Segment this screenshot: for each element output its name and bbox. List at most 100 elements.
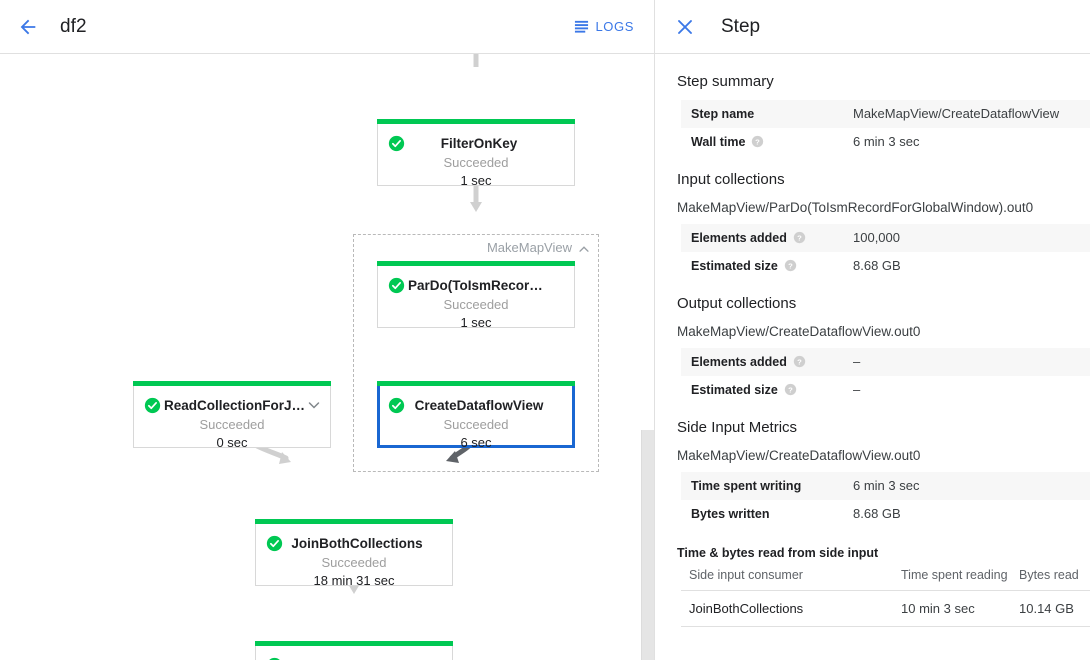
node-time: 18 min 31 sec — [313, 573, 395, 588]
input-collection-name: MakeMapView/ParDo(ToIsmRecordForGlobalWi… — [677, 200, 1034, 215]
column-header-bytes-read[interactable]: Bytes read — [1011, 564, 1090, 591]
graph-node-pardo-toismrecordfor[interactable]: ParDo(ToIsmRecordFor… Succeeded 1 sec — [377, 261, 575, 330]
chevron-down-icon[interactable] — [306, 397, 322, 413]
row-key: Step name — [681, 100, 853, 128]
pane-divider — [654, 0, 655, 660]
side-input-collection-name: MakeMapView/CreateDataflowView.out0 — [677, 448, 921, 463]
section-heading-input-collections: Input collections — [677, 171, 785, 188]
success-check-icon — [144, 397, 161, 414]
close-icon — [678, 19, 692, 34]
output-collection-name: MakeMapView/CreateDataflowView.out0 — [677, 324, 921, 339]
success-check-icon — [269, 657, 280, 660]
help-icon[interactable]: ? — [784, 259, 797, 272]
graph-canvas[interactable]: MakeMapView FilterOnKey Succeeded 1 sec — [0, 54, 654, 660]
logs-icon — [575, 20, 589, 33]
graph-node-output-the-joined-collection[interactable]: OutputTheJoinedCollec… Succeeded 18 sec — [255, 641, 453, 660]
logs-label: LOGS — [595, 19, 634, 34]
detail-title: Step — [721, 15, 761, 37]
row-value: 8.68 GB — [853, 506, 901, 521]
help-icon[interactable]: ? — [751, 135, 764, 148]
success-check-icon — [388, 135, 405, 152]
row-key: Wall time? — [681, 128, 853, 156]
step-summary-table: Step name MakeMapView/CreateDataflowView… — [681, 100, 1090, 156]
detail-header: Step — [655, 0, 1090, 54]
node-name: OutputTheJoinedCollec… — [256, 646, 452, 660]
back-arrow-icon — [20, 19, 36, 34]
close-button[interactable] — [669, 11, 701, 43]
section-heading-side-input-metrics: Side Input Metrics — [677, 419, 798, 436]
subsection-heading-time-bytes-read: Time & bytes read from side input — [677, 546, 879, 560]
table-row: Estimated size? 8.68 GB — [681, 252, 1090, 280]
row-key: Elements added? — [681, 224, 853, 252]
cell-time-spent-reading: 10 min 3 sec — [893, 590, 1011, 627]
node-status: Succeeded — [443, 297, 509, 312]
status-bar-success — [255, 519, 453, 524]
svg-text:?: ? — [756, 137, 761, 146]
column-header-side-input-consumer[interactable]: Side input consumer — [681, 564, 893, 591]
graph-node-read-collection-for-join[interactable]: ReadCollectionForJoin Succeeded 0 sec — [133, 381, 331, 450]
row-key-label: Elements added — [691, 231, 787, 245]
help-icon[interactable]: ? — [784, 383, 797, 396]
graph-node-join-both-collections[interactable]: JoinBothCollections Succeeded 18 min 31 … — [255, 519, 453, 588]
svg-text:?: ? — [788, 261, 793, 270]
table-row: Elements added? 100,000 — [681, 224, 1090, 252]
group-label: MakeMapView — [486, 240, 572, 255]
row-key-label: Time spent writing — [691, 479, 802, 493]
node-name: CreateDataflowView — [414, 398, 544, 413]
row-key: Estimated size? — [681, 252, 853, 280]
column-header-time-spent-reading[interactable]: Time spent reading — [893, 564, 1011, 591]
input-collections-table: Elements added? 100,000 Estimated size? … — [681, 224, 1090, 280]
graph-header: df2 LOGS — [0, 0, 654, 54]
table-header-row: Side input consumer Time spent reading B… — [681, 564, 1090, 591]
row-key: Elements added? — [681, 348, 853, 376]
status-bar-success — [377, 381, 575, 386]
help-icon[interactable]: ? — [793, 355, 806, 368]
table-row: Wall time? 6 min 3 sec — [681, 128, 1090, 156]
row-key-label: Estimated size — [691, 259, 778, 273]
side-input-metrics-table: Time spent writing 6 min 3 sec Bytes wri… — [681, 472, 1090, 528]
table-row: Step name MakeMapView/CreateDataflowView — [681, 100, 1090, 128]
graph-node-create-dataflow-view[interactable]: CreateDataflowView Succeeded 6 sec — [377, 381, 575, 450]
row-key: Estimated size? — [681, 376, 853, 404]
table-row: Elements added? – — [681, 348, 1090, 376]
success-check-icon — [388, 397, 405, 414]
table-row: JoinBothCollections 10 min 3 sec 10.14 G… — [681, 590, 1090, 627]
logs-button[interactable]: LOGS — [570, 13, 638, 40]
step-detail-pane: Step Step summary Step name MakeMapView/… — [655, 0, 1090, 660]
node-status: Succeeded — [199, 417, 265, 432]
node-time: 0 sec — [216, 435, 248, 450]
node-status: Succeeded — [321, 555, 387, 570]
svg-text:?: ? — [788, 385, 793, 394]
table-row: Time spent writing 6 min 3 sec — [681, 472, 1090, 500]
node-status: Succeeded — [443, 155, 509, 170]
table-row: Bytes written 8.68 GB — [681, 500, 1090, 528]
status-bar-success — [255, 641, 453, 646]
output-collections-table: Elements added? – Estimated size? – — [681, 348, 1090, 404]
detail-body: Step summary Step name MakeMapView/Creat… — [655, 54, 1090, 627]
node-status: Succeeded — [443, 417, 509, 432]
node-time: 1 sec — [460, 315, 492, 330]
chevron-up-icon[interactable] — [577, 242, 591, 256]
node-name: FilterOnKey — [440, 136, 518, 151]
node-name: ParDo(ToIsmRecordFor… — [408, 278, 573, 293]
status-bar-success — [377, 119, 575, 124]
status-bar-success — [377, 261, 575, 266]
node-time: 1 sec — [460, 173, 492, 188]
table-row: Estimated size? – — [681, 376, 1090, 404]
cell-consumer: JoinBothCollections — [681, 590, 893, 627]
help-icon[interactable]: ? — [793, 231, 806, 244]
row-value: – — [853, 348, 1090, 376]
row-value: MakeMapView/CreateDataflowView — [853, 100, 1090, 128]
success-check-icon — [266, 535, 283, 552]
row-key-label: Wall time — [691, 135, 746, 149]
row-key-label: Step name — [691, 107, 755, 121]
row-value: – — [853, 382, 861, 397]
row-key-label: Bytes written — [691, 507, 770, 521]
node-time: 6 sec — [460, 435, 492, 450]
graph-vertical-scrollbar[interactable] — [641, 430, 654, 660]
back-button[interactable] — [10, 9, 46, 45]
svg-text:?: ? — [797, 233, 802, 242]
page-title: df2 — [60, 15, 87, 37]
graph-node-filter-on-key[interactable]: FilterOnKey Succeeded 1 sec — [377, 119, 575, 188]
side-input-consumers-table: Side input consumer Time spent reading B… — [681, 564, 1090, 627]
